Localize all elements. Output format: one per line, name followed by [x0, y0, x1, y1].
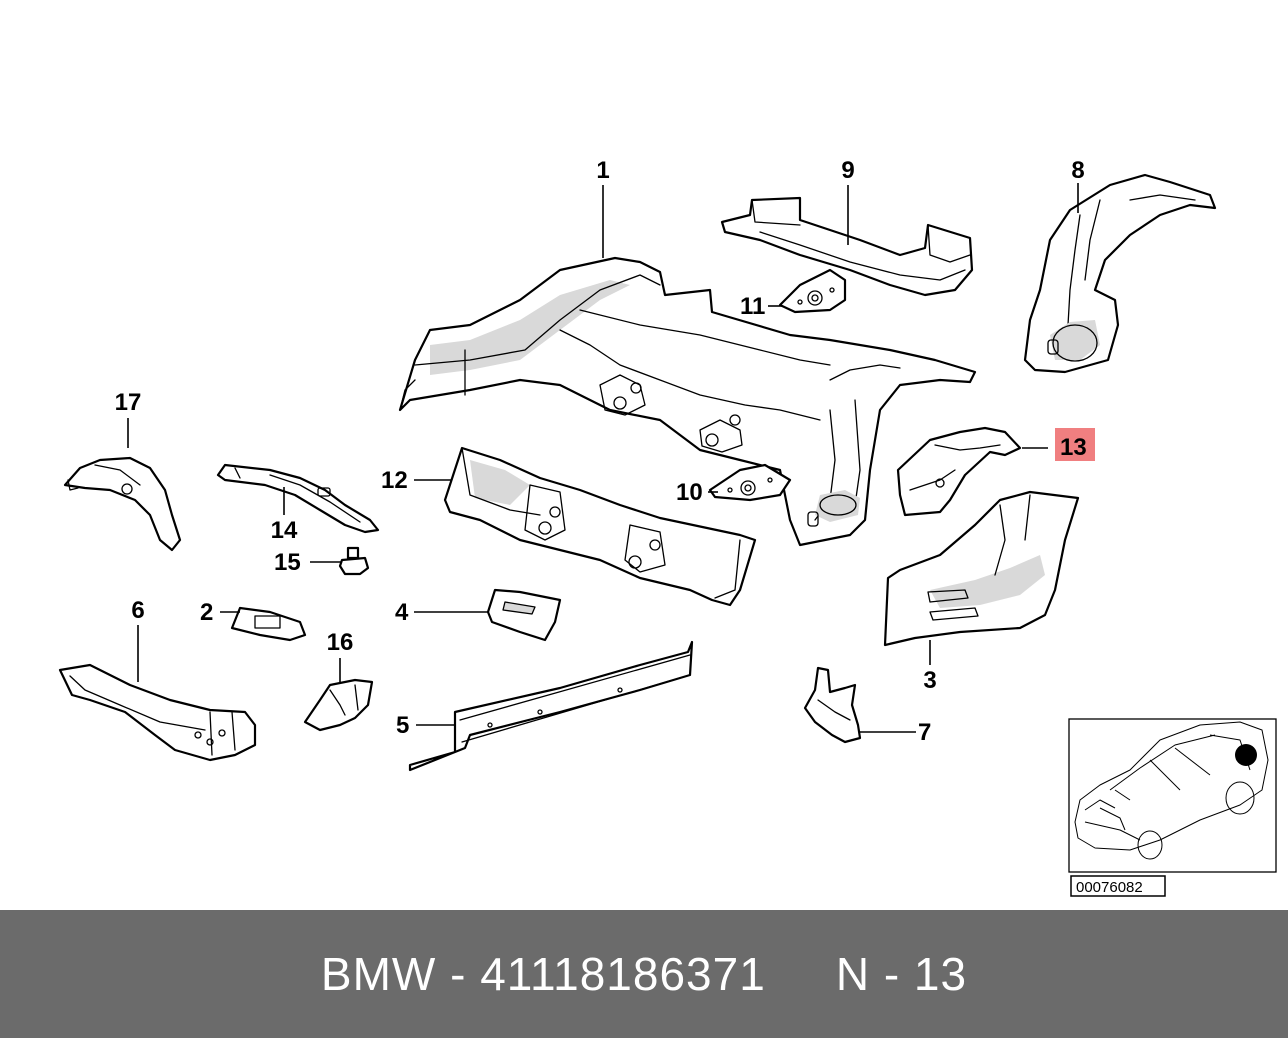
inset-code-box [1070, 875, 1166, 897]
location-marker-icon [1235, 744, 1257, 766]
part-15-bolt [338, 546, 370, 576]
callout-9: 9 [841, 157, 854, 184]
callout-13-highlight [1055, 428, 1095, 461]
vehicle-location-inset: 00076082 [1068, 718, 1277, 897]
callout-7: 7 [918, 719, 931, 746]
part-7-bracket [803, 666, 862, 744]
callout-16: 16 [327, 629, 354, 656]
callout-17: 17 [115, 389, 142, 416]
inset-frame [1068, 718, 1277, 873]
callout-3: 3 [923, 667, 936, 694]
part-2-clip [230, 606, 307, 642]
callout-12: 12 [381, 467, 408, 494]
callout-6: 6 [131, 597, 144, 624]
part-4-clip [486, 588, 562, 642]
callout-1: 1 [596, 157, 609, 184]
callout-4: 4 [395, 599, 409, 626]
callout-labels: 1 9 8 11 13 10 12 17 14 15 2 4 6 16 5 7 … [115, 157, 1087, 746]
part-6-rail-section [58, 663, 257, 762]
part-12-cross-support [443, 446, 757, 607]
callout-2: 2 [200, 599, 213, 626]
callout-14: 14 [271, 517, 298, 544]
car-outline-icon [1074, 721, 1269, 860]
footer-page-label: N - 13 [835, 948, 968, 1000]
callout-15: 15 [274, 549, 301, 576]
part-8-wheel-arch-support [1023, 173, 1217, 374]
part-13-side-member [896, 426, 1022, 517]
part-1-rear-floor-frame [398, 256, 977, 547]
callout-5: 5 [396, 712, 409, 739]
callout-8: 8 [1071, 157, 1084, 184]
part-9-crossmember [720, 196, 974, 297]
leader-lines [127, 183, 1079, 733]
footer-part-number: BMW - 41118186371 [320, 948, 766, 1000]
part-17-bracket [63, 456, 182, 552]
part-11-bracket-plate [778, 268, 847, 314]
inset-code: 00076082 [1076, 879, 1143, 896]
part-16-bracket [303, 678, 374, 732]
part-10-mounting-plate [708, 463, 792, 502]
part-14-strut [216, 463, 380, 534]
callout-11: 11 [740, 293, 765, 320]
part-3-wheel-housing-panel [883, 490, 1080, 647]
footer-bar: BMW - 41118186371 N - 13 [0, 910, 1288, 1038]
part-5-sill-strip [408, 640, 694, 772]
callout-13: 13 [1060, 434, 1087, 461]
callout-10: 10 [676, 479, 703, 506]
exploded-parts-diagram: 1 9 8 11 13 10 12 17 14 15 2 4 6 16 5 7 … [58, 157, 1277, 897]
